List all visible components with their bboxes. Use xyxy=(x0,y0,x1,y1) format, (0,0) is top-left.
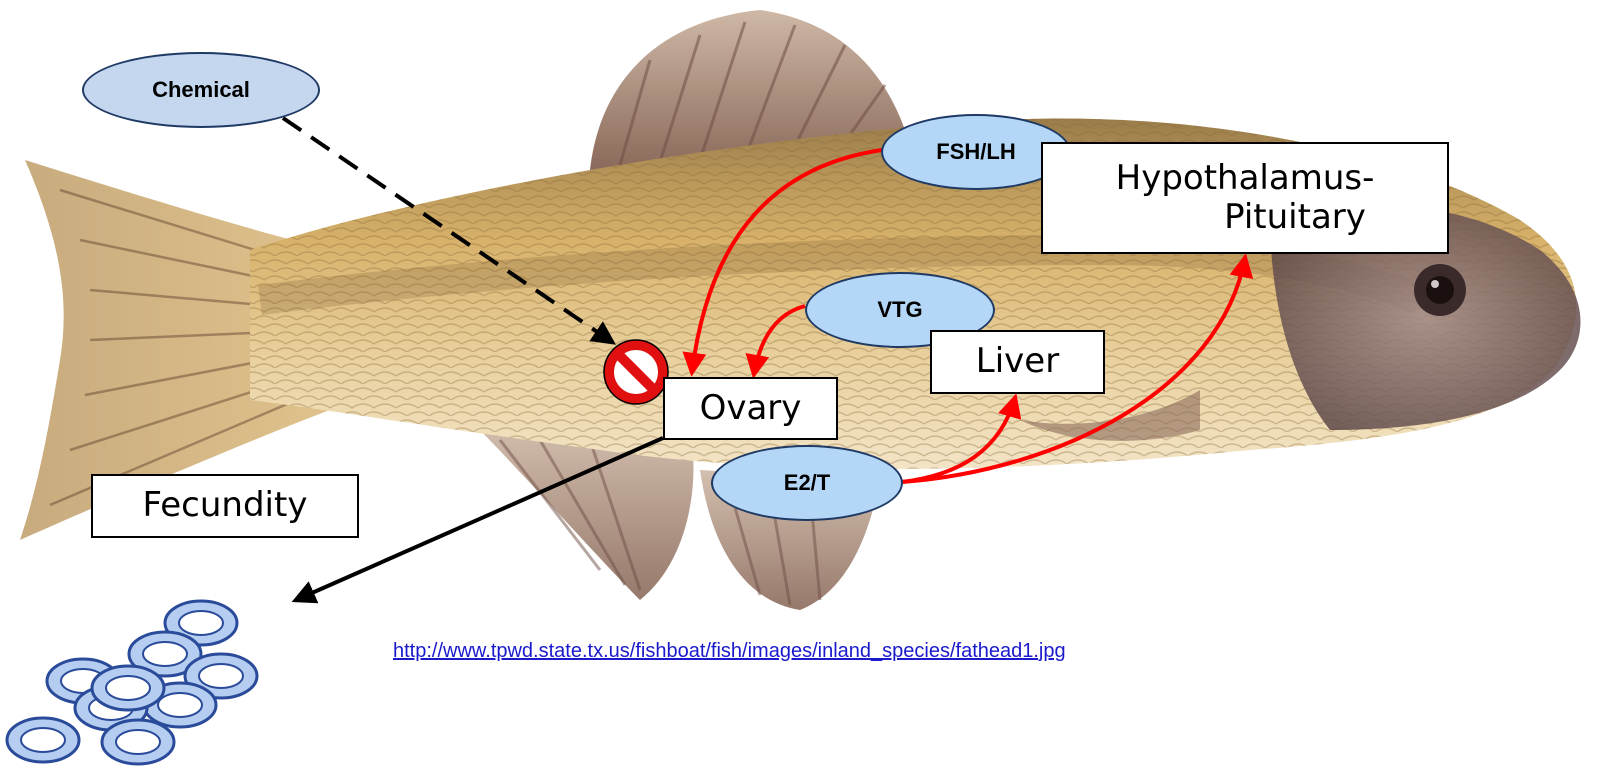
chemical-node: Chemical xyxy=(82,52,320,128)
hypothalamus-label: Hypothalamus- xyxy=(1116,159,1375,198)
source-link[interactable]: http://www.tpwd.state.tx.us/fishboat/fis… xyxy=(393,640,1066,663)
egg-cluster-icon xyxy=(7,601,257,764)
liver-box: Liver xyxy=(930,330,1105,394)
fecundity-box: Fecundity xyxy=(91,474,359,538)
e2-t-node: E2/T xyxy=(711,445,903,521)
ovary-box: Ovary xyxy=(663,377,838,440)
pituitary-label: Pituitary xyxy=(1124,198,1366,237)
prohibition-sign-icon xyxy=(604,340,668,404)
hypothalamus-pituitary-box: Hypothalamus- Pituitary xyxy=(1041,142,1449,254)
